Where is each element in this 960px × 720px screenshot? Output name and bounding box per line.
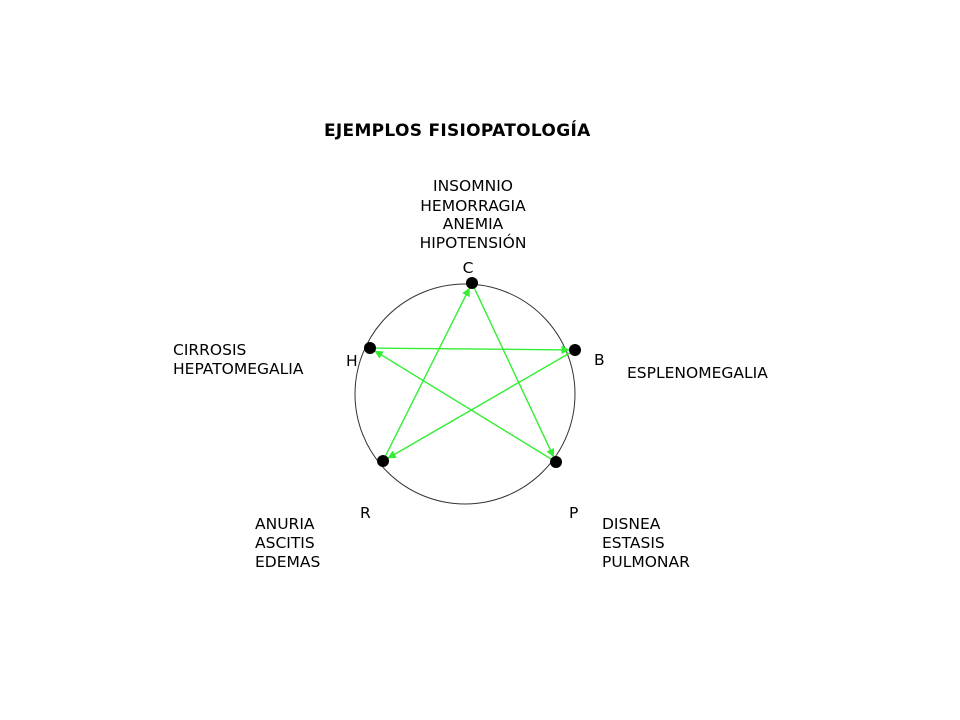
node-p <box>550 456 562 468</box>
cycle-circle <box>354 283 576 505</box>
node-r <box>377 455 389 467</box>
condition-c-1: INSOMNIO <box>433 177 513 195</box>
node-letter-c: C <box>463 259 474 277</box>
conditions-p: DISNEA ESTASIS PULMONAR <box>602 515 690 571</box>
node-h <box>364 342 376 354</box>
diagram-title: EJEMPLOS FISIOPATOLOGÍA <box>324 119 591 141</box>
condition-c-3: ANEMIA <box>443 215 504 233</box>
condition-r-3: EDEMAS <box>255 553 320 571</box>
condition-p-3: PULMONAR <box>602 553 690 571</box>
arrow-h-to-b <box>375 345 570 355</box>
condition-h-1: CIRROSIS <box>173 341 246 359</box>
conditions-r: ANURIA ASCITIS EDEMAS <box>255 515 320 571</box>
arrow-p-to-h <box>374 350 552 460</box>
condition-p-2: ESTASIS <box>602 534 665 552</box>
conditions-b: ESPLENOMEGALIA <box>627 364 768 382</box>
conditions-c: INSOMNIO HEMORRAGIA ANEMIA HIPOTENSIÓN <box>420 177 527 252</box>
node-letter-h: H <box>346 352 358 370</box>
condition-r-1: ANURIA <box>255 515 315 533</box>
arrow-b-to-r <box>387 352 571 459</box>
node-b <box>569 344 581 356</box>
nodes-group <box>364 277 581 468</box>
condition-p-1: DISNEA <box>602 515 661 533</box>
node-letter-r: R <box>360 504 371 522</box>
arrow-c-to-p <box>473 288 555 458</box>
condition-r-2: ASCITIS <box>255 534 315 552</box>
condition-h-2: HEPATOMEGALIA <box>173 360 304 378</box>
conditions-h: CIRROSIS HEPATOMEGALIA <box>173 341 304 378</box>
node-letter-b: B <box>594 351 605 369</box>
node-letter-p: P <box>569 504 578 522</box>
condition-c-2: HEMORRAGIA <box>420 197 526 215</box>
node-c <box>466 277 478 289</box>
arrows-group <box>374 287 571 460</box>
arrow-r-to-c <box>385 287 470 456</box>
condition-c-4: HIPOTENSIÓN <box>420 233 527 252</box>
condition-b-1: ESPLENOMEGALIA <box>627 364 768 382</box>
